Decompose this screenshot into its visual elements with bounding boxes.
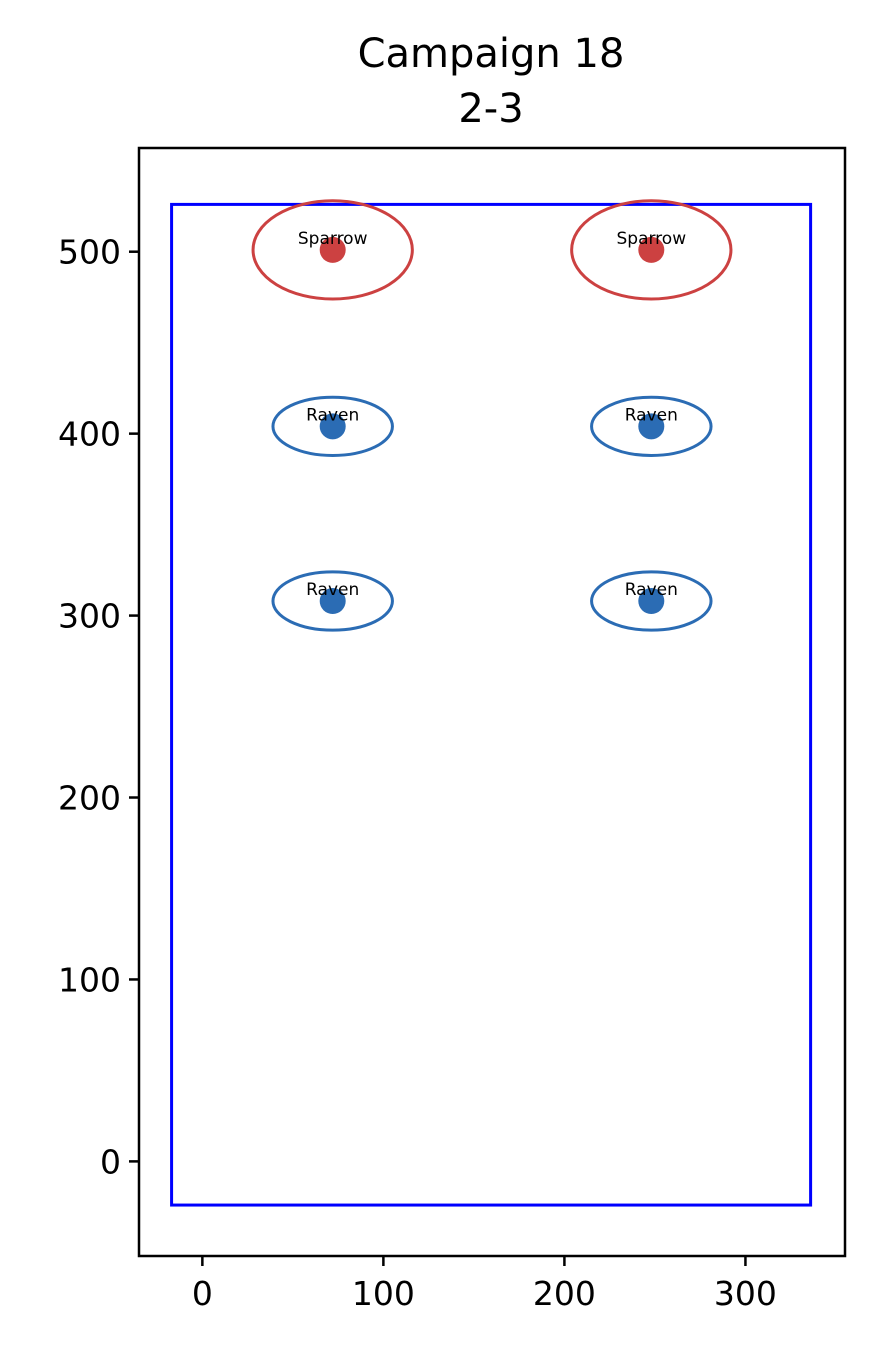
y-tick-label: 400 (58, 415, 121, 454)
data-point (638, 588, 665, 615)
point-label: Raven (625, 580, 678, 600)
x-tick-label: 0 (192, 1274, 213, 1313)
point-ring (251, 199, 414, 301)
data-point (319, 588, 346, 615)
y-tick-label: 0 (100, 1142, 121, 1181)
point-label: Raven (306, 405, 359, 425)
x-tick-label: 200 (533, 1274, 596, 1313)
x-tick-label: 300 (714, 1274, 777, 1313)
data-point (319, 236, 346, 263)
point-label: Raven (306, 580, 359, 600)
chart-title-line-2: 2-3 (458, 86, 523, 132)
plot-frame (137, 146, 847, 1258)
y-tick-label: 300 (58, 597, 121, 636)
point-ring (271, 570, 394, 632)
point-ring (590, 570, 713, 632)
data-point (638, 236, 665, 263)
y-tick-label: 500 (58, 233, 121, 272)
point-label: Sparrow (298, 229, 368, 249)
chart-title-line-1: Campaign 18 (358, 31, 625, 77)
point-ring (271, 395, 394, 457)
boundary-rectangle (170, 202, 813, 1207)
y-tick-label: 200 (58, 779, 121, 818)
data-point (319, 413, 346, 440)
axes: 0 100 200 300 0 100 200 300 400 500 (58, 233, 777, 1313)
point-ring (590, 395, 713, 457)
point-label: Raven (625, 405, 678, 425)
point-label: Sparrow (616, 229, 686, 249)
x-tick-label: 100 (352, 1274, 415, 1313)
y-tick-label: 100 (58, 960, 121, 999)
point-ring (570, 199, 733, 301)
data-point (638, 413, 665, 440)
